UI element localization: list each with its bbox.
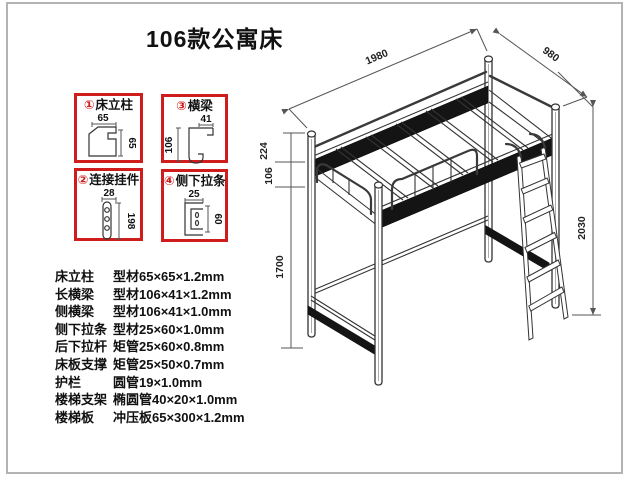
- detail-box-bed-post: ①床立柱 65 65: [74, 93, 143, 163]
- ladder: [504, 132, 569, 341]
- spec-row: 护栏 圆管19×1.0mm: [55, 374, 245, 392]
- detail-name: 连接挂件: [89, 173, 140, 187]
- sketch-dim-top: 25: [188, 189, 200, 200]
- spec-part-name: 侧下拉条: [55, 321, 108, 337]
- detail-box-title: ②连接挂件: [77, 173, 140, 187]
- beam-section-sketch: 41 106: [164, 114, 214, 164]
- bed-structure: [306, 55, 569, 386]
- sketch-dim-top: 65: [97, 113, 109, 124]
- spec-row: 床立柱 型材65×65×1.2mm: [55, 268, 245, 286]
- dim-label-depth: 980: [540, 45, 561, 65]
- dimension-lines: 1980 980 224 106 1700 2030: [258, 27, 601, 349]
- spec-part-name: 床板支撑: [55, 356, 108, 372]
- spec-part-value: 矩管25×50×0.7mm: [113, 356, 225, 372]
- spec-part-name: 楼梯板: [55, 409, 95, 425]
- spec-part-name: 护栏: [55, 374, 82, 390]
- detail-index: ③: [176, 99, 187, 113]
- back-long-beam: [310, 81, 489, 179]
- bed-post-section-sketch: 65 65: [88, 113, 137, 157]
- left-rounded-guard-rail: [315, 163, 373, 216]
- left-lower-side-rail: [310, 295, 379, 343]
- spec-part-value: 冲压板65×300×1.2mm: [113, 409, 245, 425]
- spec-part-value: 型材106×41×1.2mm: [113, 286, 232, 302]
- dim-label-total-height: 2030: [576, 216, 588, 240]
- dim-label-length: 1980: [364, 47, 390, 67]
- detail-index: ④: [164, 174, 175, 188]
- detail-box-side-tie: ④侧下拉条 25 60: [161, 169, 228, 242]
- dim-label-beam-height: 106: [263, 167, 275, 185]
- post-front-left: [373, 181, 384, 386]
- rear-lower-rail: [310, 215, 489, 296]
- detail-name: 侧下拉条: [175, 174, 226, 188]
- spec-part-value: 型材106×41×1.0mm: [113, 304, 232, 320]
- spec-row: 后下拉杆 矩管25×60×0.8mm: [55, 338, 245, 356]
- detail-box-title: ④侧下拉条: [164, 174, 226, 188]
- spec-row: 侧横梁 型材106×41×1.0mm: [55, 303, 245, 321]
- spec-row: 侧下拉条 型材25×60×1.0mm: [55, 321, 245, 339]
- spec-row: 楼梯支架 椭圆管40×20×1.0mm: [55, 391, 245, 409]
- spec-part-value: 圆管19×1.0mm: [113, 374, 203, 390]
- spec-part-name: 侧横梁: [55, 304, 95, 320]
- right-guard-rail: [488, 74, 554, 109]
- detail-box-beam: ③横梁 41 106: [161, 94, 228, 164]
- spec-part-name: 楼梯支架: [55, 392, 108, 408]
- sketch-dim-side: 198: [125, 213, 136, 230]
- spec-row: 长横梁 型材106×41×1.2mm: [55, 286, 245, 304]
- sketch-dim-side: 106: [164, 136, 175, 153]
- spec-part-value: 型材25×60×1.0mm: [113, 321, 225, 337]
- ladder-left-hook: [504, 142, 523, 159]
- detail-name: 床立柱: [95, 98, 134, 112]
- dim-label-rail-height: 224: [258, 142, 270, 160]
- spec-part-value: 型材65×65×1.2mm: [113, 269, 225, 284]
- front-long-beam: [377, 132, 556, 230]
- spec-list: 床立柱 型材65×65×1.2mm 长横梁 型材106×41×1.2mm 侧横梁…: [55, 268, 245, 426]
- spec-row: 楼梯板 冲压板65×300×1.2mm: [55, 409, 245, 427]
- front-rounded-guard-rail: [390, 148, 479, 211]
- left-end-beam: [311, 164, 379, 227]
- back-guard-rail: [312, 70, 488, 149]
- sketch-dim-top: 41: [200, 114, 212, 125]
- page-border: [6, 2, 623, 474]
- side-tie-section-sketch: 25 60: [184, 189, 223, 236]
- detail-index: ②: [77, 173, 89, 187]
- spec-part-name: 床立柱: [55, 269, 95, 284]
- right-lower-tie-bar: [485, 225, 550, 272]
- spec-part-name: 长横梁: [55, 286, 95, 302]
- detail-box-title: ①床立柱: [77, 98, 140, 112]
- spec-part-value: 矩管25×60×0.8mm: [113, 339, 225, 355]
- sketch-dim-side: 60: [212, 213, 223, 225]
- spec-part-name: 后下拉杆: [55, 339, 108, 355]
- connector-sketch: 28 198: [101, 188, 136, 240]
- detail-index: ①: [83, 98, 95, 112]
- bed-slats: [335, 96, 529, 201]
- ladder-right-hook: [528, 132, 547, 150]
- detail-box-connector: ②连接挂件 28 198: [74, 168, 143, 241]
- sketch-dim-top: 28: [103, 188, 115, 199]
- spec-row: 床板支撑 矩管25×50×0.7mm: [55, 356, 245, 374]
- page-title: 106款公寓床: [146, 26, 284, 52]
- sketch-dim-side: 65: [126, 137, 137, 149]
- detail-box-title: ③横梁: [164, 99, 225, 113]
- dim-label-under-clearance: 1700: [274, 255, 286, 279]
- spec-part-value: 椭圆管40×20×1.0mm: [113, 392, 238, 408]
- detail-name: 横梁: [187, 99, 213, 113]
